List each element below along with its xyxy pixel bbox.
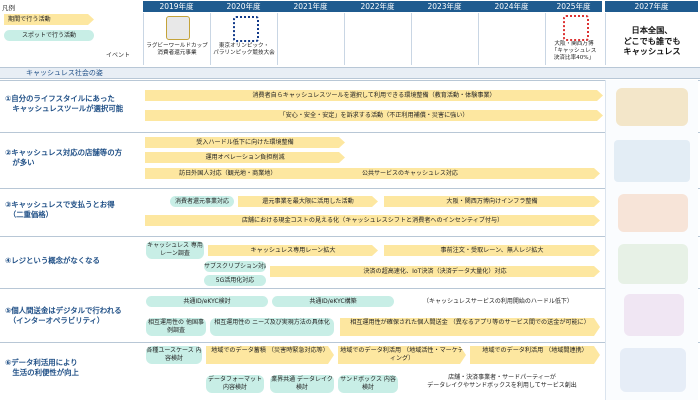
activity-bar: 消費者自らキャッシュレスツールを選択して利用できる環境整備（教育活動・体験事業） — [145, 90, 603, 101]
year-header-2025: 2025年度 — [545, 1, 602, 12]
event-rugby: ラグビーワールドカップ 消費者還元事業 — [143, 13, 210, 65]
activity-bar: 地域でのデータ蓄積 （災害時緊急対応等） — [206, 346, 334, 364]
illustration-column — [605, 80, 698, 400]
spot-activity: 各種ユースケース 内容検討 — [146, 346, 202, 364]
cashier-illustration-icon — [618, 244, 688, 284]
event-tokyo-label: 東京オリンピック・ パラリンピック競技大会 — [213, 43, 275, 56]
activity-bar: 相互運用性が確保された個人間送金 （異なるアプリ等のサービス間での送金が可能に） — [340, 318, 600, 336]
spot-activity: 共通ID/eKYC検討 — [146, 296, 268, 307]
legend-spot-label: スポットで行う活動 — [21, 32, 76, 39]
spot-activity: サブスクリプション対応 — [204, 261, 266, 272]
legend-event-label: イベント — [106, 52, 131, 59]
spot-activity: 業界共通 データレイク検討 — [270, 375, 334, 393]
activity-text: 公共サービスのキャッシュレス対応 — [362, 170, 458, 177]
activity-bar: 地域でのデータ利活用 （地域活性・マーケティング） — [338, 346, 466, 364]
activity-bar: 還元事業を最大限に活用した活動 — [238, 196, 378, 207]
activity-bar: 大阪・関西万博向けインフラ整備 — [384, 196, 600, 207]
activity-bar: 訪日外国人対応（観光地・商業地） — [145, 168, 600, 179]
spot-activity: キャッシュレス 専用レーン調査 — [146, 241, 204, 259]
row-2-label: ②キャッシュレス対応の店舗等の方 が多い — [5, 148, 122, 167]
activity-bar: 地域でのデータ利活用 （地域間連携） — [470, 346, 600, 364]
activity-bar: キャッシュレス専用レーン拡大 — [208, 245, 378, 256]
year-header-2023: 2023年度 — [411, 1, 478, 12]
rugby-world-cup-logo-icon — [166, 16, 190, 40]
goal-box: 日本全国、 どこでも誰でも キャッシュレス — [605, 13, 698, 65]
event-cell-empty-2022 — [344, 13, 411, 65]
spot-activity: 相互運用性の ニーズ及び実現方法の具体化 — [210, 318, 334, 336]
legend-period-swatch: 期間で行う活動 — [4, 14, 94, 25]
activity-bar: 店舗における現金コストの見える化（キャッシュレスシフトと消費者へのインセンティブ… — [145, 215, 600, 226]
legend-title: 凡例 — [2, 4, 15, 12]
year-header-2020: 2020年度 — [210, 1, 277, 12]
event-expo: 大阪・関西万博 「キャッシュレス 決済比率40%」 — [545, 13, 602, 65]
event-expo-label: 大阪・関西万博 「キャッシュレス 決済比率40%」 — [551, 41, 597, 61]
p2p-transfer-illustration-icon — [624, 294, 684, 336]
year-header-2022: 2022年度 — [344, 1, 411, 12]
legend-period-label: 期間で行う活動 — [8, 16, 51, 23]
spot-activity: データフォーマット 内容検討 — [206, 375, 264, 393]
activity-bar: 運用オペレーション負担削減 — [145, 152, 345, 163]
activity-text: 店舗・決済事業者・サードパーティーが データレイクやサンドボックスを利用してサー… — [427, 374, 577, 389]
activity-bar: 決済の超高速化、IoT決済（決済データ大量化）対応 — [270, 266, 600, 277]
society-label: キャッシュレス社会の姿 — [26, 69, 103, 77]
storefront-illustration-icon — [614, 140, 690, 182]
year-header-2024: 2024年度 — [478, 1, 545, 12]
event-rugby-label: ラグビーワールドカップ 消費者還元事業 — [146, 43, 208, 56]
goal-text: 日本全国、 どこでも誰でも キャッシュレス — [623, 25, 681, 56]
shopping-illustration-icon — [618, 194, 688, 232]
section-row-4 — [0, 236, 700, 288]
row-1-label: ①自分のライフスタイルにあった キャッシュレスツールが選択可能 — [5, 94, 124, 113]
section-row-2 — [0, 132, 700, 188]
event-cell-empty-2023 — [411, 13, 478, 65]
activity-bar: 「安心・安全・安定」を訴求する活動（不正利用補償・災害に強い） — [145, 110, 603, 121]
legend: 凡例 期間で行う活動 スポットで行う活動 イベント — [2, 2, 142, 64]
year-header-2019: 2019年度 — [143, 1, 210, 12]
data-phone-illustration-icon — [620, 348, 686, 392]
spot-activity: 消費者還元事業対応 — [170, 196, 234, 207]
phone-hands-illustration-icon — [616, 88, 688, 126]
event-cell-empty-2021 — [277, 13, 344, 65]
society-label-bar: キャッシュレス社会の姿 — [0, 67, 700, 79]
row-4-label: ④レジという概念がなくなる — [5, 256, 100, 265]
year-header-2027: 2027年度 — [605, 1, 698, 12]
section-row-1 — [0, 80, 700, 132]
activity-bar: 受入ハードル低下に向けた環境整備 — [145, 137, 345, 148]
row-6-label: ⑥データ利活用により 生活の利便性が向上 — [5, 358, 79, 377]
expo-2025-logo-icon — [563, 15, 589, 41]
tokyo-2020-logo-icon — [233, 16, 259, 42]
spot-activity: 5G活用化対応 — [204, 275, 266, 286]
activity-bar: 事前注文・受取レーン、無人レジ拡大 — [384, 245, 600, 256]
year-header-2021: 2021年度 — [277, 1, 344, 12]
spot-activity: サンドボックス 内容検討 — [338, 375, 398, 393]
section-row-6 — [0, 342, 700, 400]
row-3-label: ③キャッシュレスで支払うとお得 （二重価格） — [5, 200, 115, 219]
spot-activity: 相互運用性の 他国事例調査 — [146, 318, 206, 336]
activity-text: （キャッシュレスサービスの利用開始のハードル低下） — [423, 298, 573, 305]
section-row-3 — [0, 188, 700, 236]
event-tokyo: 東京オリンピック・ パラリンピック競技大会 — [210, 13, 277, 65]
event-cell-empty-2024 — [478, 13, 545, 65]
row-5-label: ⑤個人間送金はデジタルで行われる （インターオペラビリティ） — [5, 306, 122, 325]
spot-activity: 共通ID/eKYC構築 — [272, 296, 394, 307]
legend-spot-swatch: スポットで行う活動 — [4, 30, 94, 41]
section-row-5 — [0, 288, 700, 342]
